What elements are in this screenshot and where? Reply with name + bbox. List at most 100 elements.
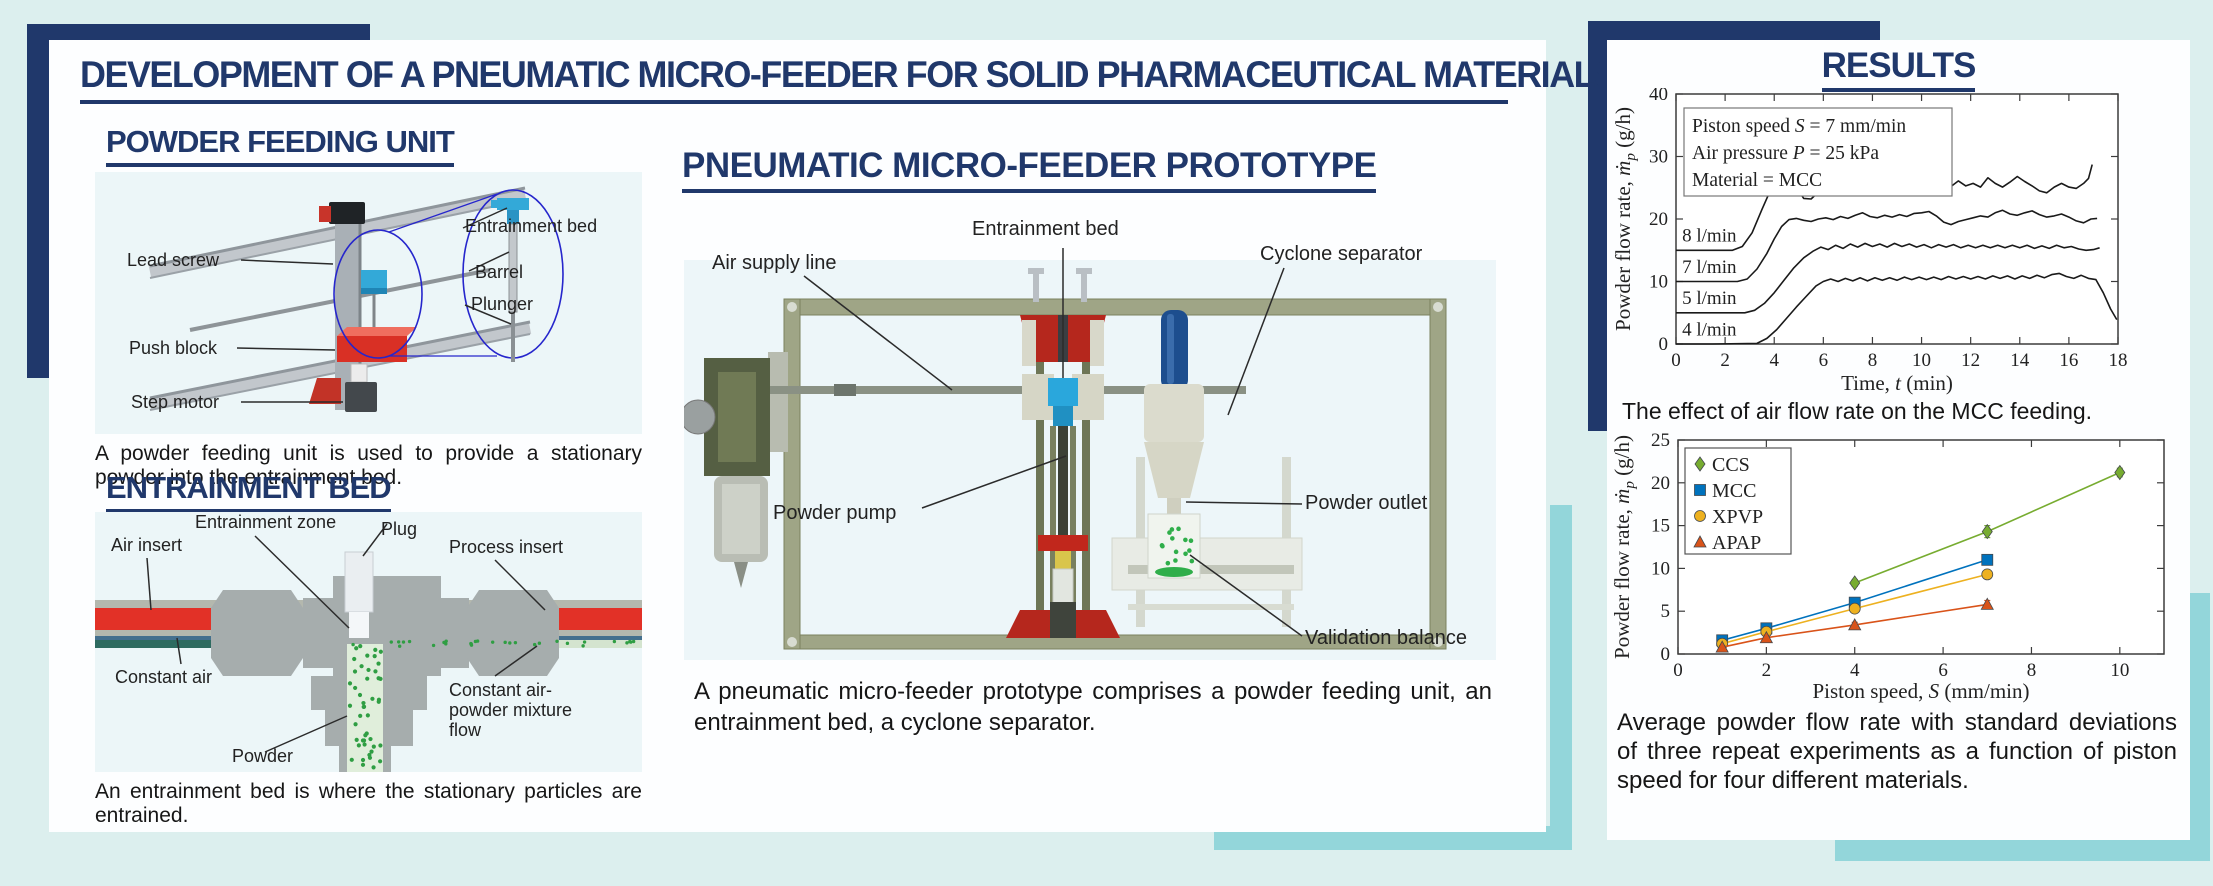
label-powder: Powder <box>232 746 294 766</box>
svg-text:Piston speed S = 7 mm/min: Piston speed S = 7 mm/min <box>1692 116 1906 137</box>
label-barrel: Barrel <box>475 262 524 282</box>
label-cyclone-separator: Cyclone separator <box>1260 243 1423 265</box>
zoom-plunger <box>511 312 515 362</box>
pointer-lines <box>146 523 546 753</box>
label-air-insert: Air insert <box>111 535 183 555</box>
svg-text:15: 15 <box>1651 516 1670 537</box>
svg-text:Piston speed, S (mm/min): Piston speed, S (mm/min) <box>1812 679 2029 703</box>
svg-text:8 l/min: 8 l/min <box>1682 226 1737 247</box>
svg-text:6: 6 <box>1938 660 1948 681</box>
svg-text:XPVP: XPVP <box>1712 506 1763 528</box>
svg-text:30: 30 <box>1649 147 1668 168</box>
label-proto-entrainment-bed: Entrainment bed <box>972 218 1119 240</box>
label-constant-air: Constant air <box>115 667 213 687</box>
top-bearing <box>329 202 365 224</box>
teal-corner-right-card-horizontal <box>1835 837 2210 861</box>
svg-text:6: 6 <box>1819 350 1829 371</box>
svg-text:0: 0 <box>1661 644 1671 665</box>
motor-coupler <box>350 363 368 383</box>
label-mixture-flow: Constant air-powder mixture flow <box>449 680 573 741</box>
section-heading-prototype: PNEUMATIC MICRO-FEEDER PROTOTYPE <box>682 146 1377 193</box>
poster-title: DEVELOPMENT OF A PNEUMATIC MICRO-FEEDER … <box>80 54 1618 95</box>
svg-text:APAP: APAP <box>1712 532 1761 554</box>
zoom-entrainment-bed <box>497 198 529 210</box>
svg-text:4 l/min: 4 l/min <box>1682 319 1737 340</box>
svg-text:4: 4 <box>1769 350 1779 371</box>
prototype-diagram <box>684 248 1496 660</box>
caption-entrainment-bed: An entrainment bed is where the stationa… <box>95 780 642 827</box>
label-entrainment-zone: Entrainment zone <box>195 512 337 532</box>
svg-text:25: 25 <box>1651 432 1670 451</box>
svg-text:Time, t (min): Time, t (min) <box>1841 371 1953 395</box>
svg-text:14: 14 <box>2010 350 2030 371</box>
caption-feeding-unit: A powder feeding unit is used to provide… <box>95 442 642 489</box>
svg-text:2: 2 <box>1762 660 1772 681</box>
svg-text:2: 2 <box>1720 350 1730 371</box>
label-lead-screw: Lead screw <box>127 250 220 270</box>
navy-corner-top-left-vertical <box>27 24 49 378</box>
svg-text:Powder flow rate, ṁp (g/h): Powder flow rate, ṁp (g/h) <box>1612 435 1638 659</box>
label-plug: Plug <box>381 519 418 539</box>
powder-dots <box>347 644 383 770</box>
label-step-motor: Step motor <box>131 392 220 412</box>
air-regulator <box>684 352 788 588</box>
label-fu-entrainment-bed: Entrainment bed <box>465 216 598 236</box>
svg-text:4: 4 <box>1850 660 1860 681</box>
svg-text:MCC: MCC <box>1712 480 1756 502</box>
mixture-dots <box>351 639 636 648</box>
svg-text:10: 10 <box>2110 660 2129 681</box>
section-heading-entrainment-bed: ENTRAINMENT BED <box>106 470 392 513</box>
svg-text:8: 8 <box>2027 660 2037 681</box>
svg-text:18: 18 <box>2109 350 2128 371</box>
label-push-block: Push block <box>129 338 218 358</box>
svg-text:0: 0 <box>1673 660 1683 681</box>
svg-text:Powder flow rate, ṁp (g/h): Powder flow rate, ṁp (g/h) <box>1612 107 1639 331</box>
svg-text:10: 10 <box>1651 558 1670 579</box>
svg-text:40: 40 <box>1649 88 1668 105</box>
svg-text:5 l/min: 5 l/min <box>1682 288 1737 309</box>
svg-text:5: 5 <box>1661 601 1671 622</box>
svg-text:20: 20 <box>1651 473 1670 494</box>
top-red-clamp <box>319 206 331 222</box>
svg-text:8: 8 <box>1868 350 1878 371</box>
feeding-unit-diagram <box>95 172 642 434</box>
caption-chart-top: The effect of air flow rate on the MCC f… <box>1622 398 2093 424</box>
svg-text:12: 12 <box>1961 350 1980 371</box>
label-air-supply-line: Air supply line <box>712 252 837 274</box>
plug-part <box>344 551 374 613</box>
svg-text:Material = MCC: Material = MCC <box>1692 170 1822 191</box>
label-process-insert: Process insert <box>449 537 564 557</box>
svg-text:0: 0 <box>1659 334 1669 355</box>
pointer-lines <box>803 248 1303 637</box>
label-powder-pump: Powder pump <box>773 502 897 524</box>
svg-text:0: 0 <box>1671 350 1681 371</box>
label-validation-balance: Validation balance <box>1305 627 1467 649</box>
label-powder-outlet: Powder outlet <box>1305 492 1428 514</box>
svg-text:CCS: CCS <box>1712 454 1750 476</box>
motor-red-bracket <box>309 378 341 404</box>
teal-corner-left-card-vertical <box>1550 505 1572 850</box>
section-heading-feeding-unit: POWDER FEEDING UNIT <box>106 124 455 167</box>
svg-text:16: 16 <box>2059 350 2078 371</box>
svg-text:7 l/min: 7 l/min <box>1682 257 1737 278</box>
svg-text:Air pressure P = 25 kPa: Air pressure P = 25 kPa <box>1692 143 1879 164</box>
svg-text:10: 10 <box>1649 272 1668 293</box>
caption-chart-bottom: Average powder flow rate with standard d… <box>1617 709 2177 794</box>
label-plunger: Plunger <box>471 294 534 314</box>
svg-text:20: 20 <box>1649 209 1668 230</box>
navy-corner-right-card-vertical <box>1588 21 1609 431</box>
entrainment-bed-diagram <box>95 512 642 772</box>
svg-text:10: 10 <box>1912 350 1931 371</box>
title-rule <box>80 100 1508 104</box>
pointer-lines <box>236 207 512 403</box>
results-heading: RESULTS <box>1821 46 1976 92</box>
powder-pump-assembly <box>1006 268 1120 638</box>
step-motor-body <box>345 382 377 412</box>
navy-corner-right-card-horizontal <box>1588 21 1880 42</box>
frame-bolts <box>787 302 1443 647</box>
caption-prototype: A pneumatic micro-feeder prototype compr… <box>694 678 1492 736</box>
